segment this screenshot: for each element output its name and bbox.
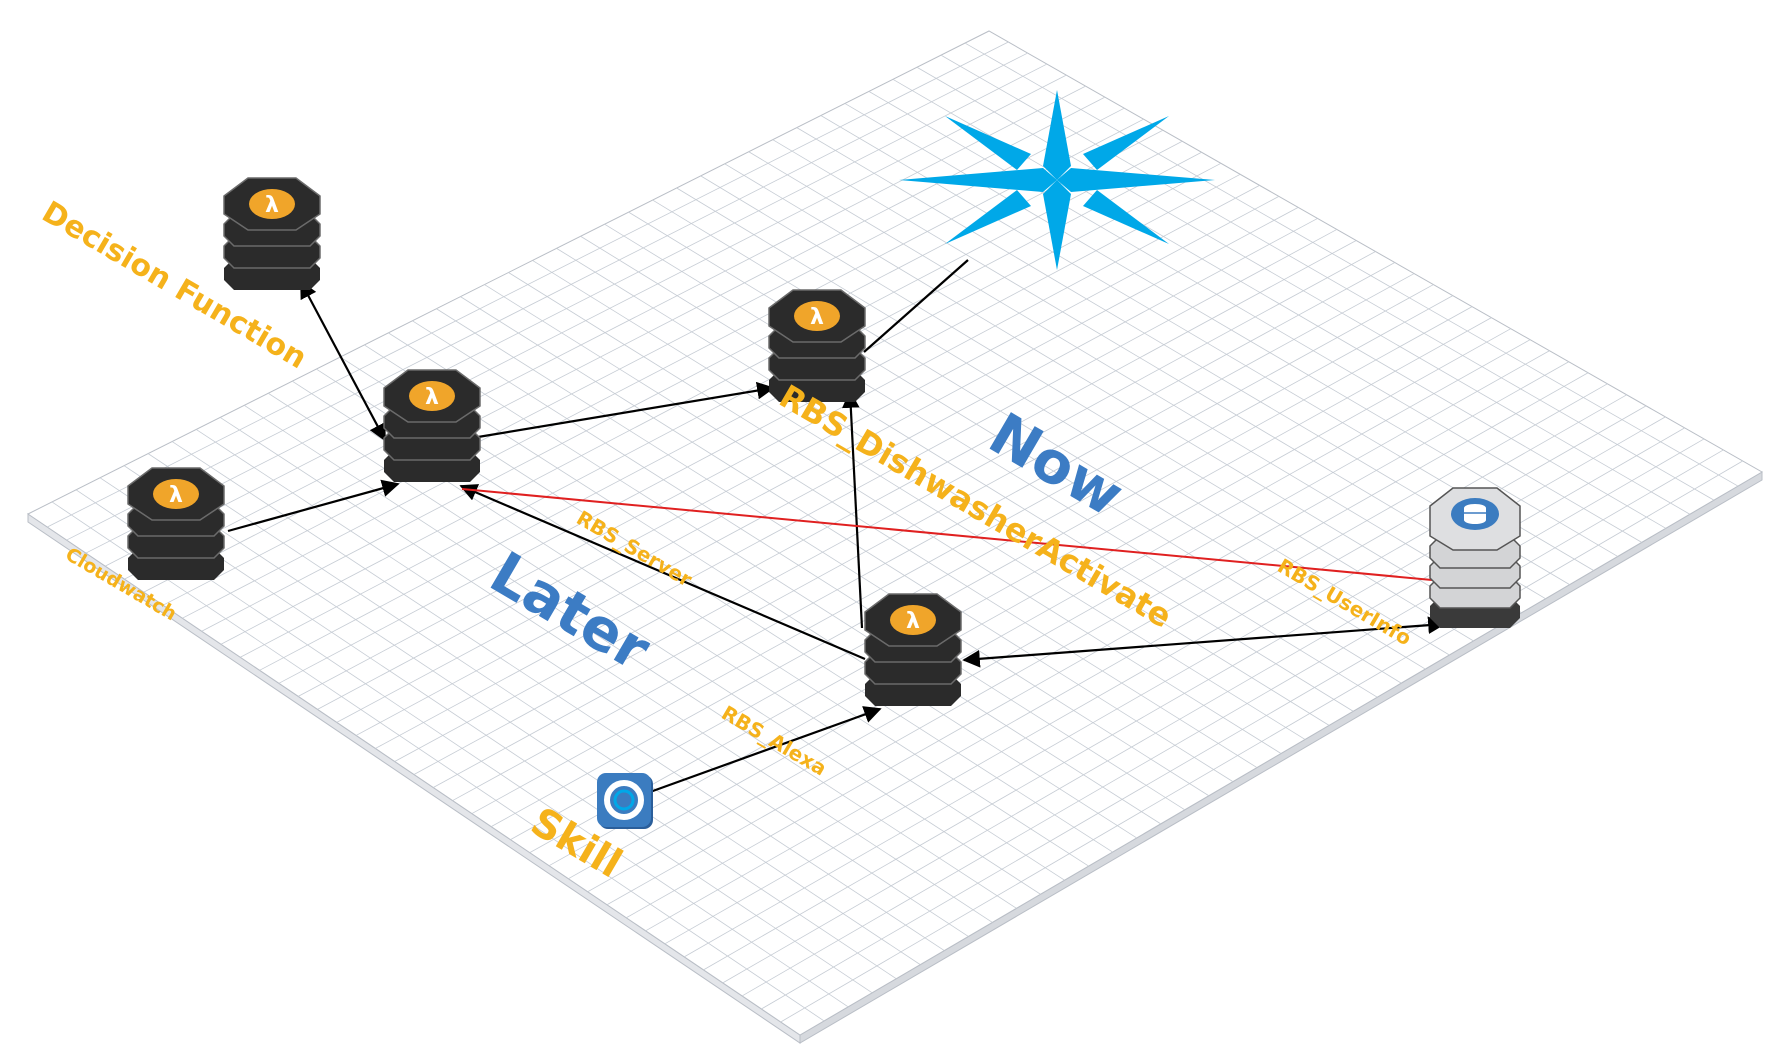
alexa-skill-icon	[597, 773, 653, 829]
connector-dishwasher-to-star	[863, 259, 969, 353]
lambda-rbs-dishwasher-icon	[768, 289, 866, 403]
connectors	[227, 259, 1446, 794]
compass-star-icon	[899, 90, 1215, 270]
connector-decision-to-server	[300, 280, 386, 442]
connector-userinfo-to-server-red	[461, 488, 1433, 581]
connector-cloudwatch-to-server	[227, 479, 400, 533]
lambda-rbs-server-icon	[383, 369, 481, 483]
connector-alexa-to-server	[459, 484, 866, 661]
connector-server-to-dishwasher	[477, 381, 775, 439]
lambda-decision-function-icon	[223, 177, 321, 291]
connector-skill-to-alexa	[649, 706, 882, 794]
database-rbs-userinfo-icon	[1429, 487, 1521, 629]
isometric-grid-floor	[27, 30, 1763, 1044]
connector-alexa-to-userinfo	[962, 616, 1446, 668]
lambda-cloudwatch-icon	[127, 467, 225, 581]
lambda-rbs-alexa-icon	[864, 593, 962, 707]
connector-alexa-to-dishwasher	[842, 390, 864, 629]
